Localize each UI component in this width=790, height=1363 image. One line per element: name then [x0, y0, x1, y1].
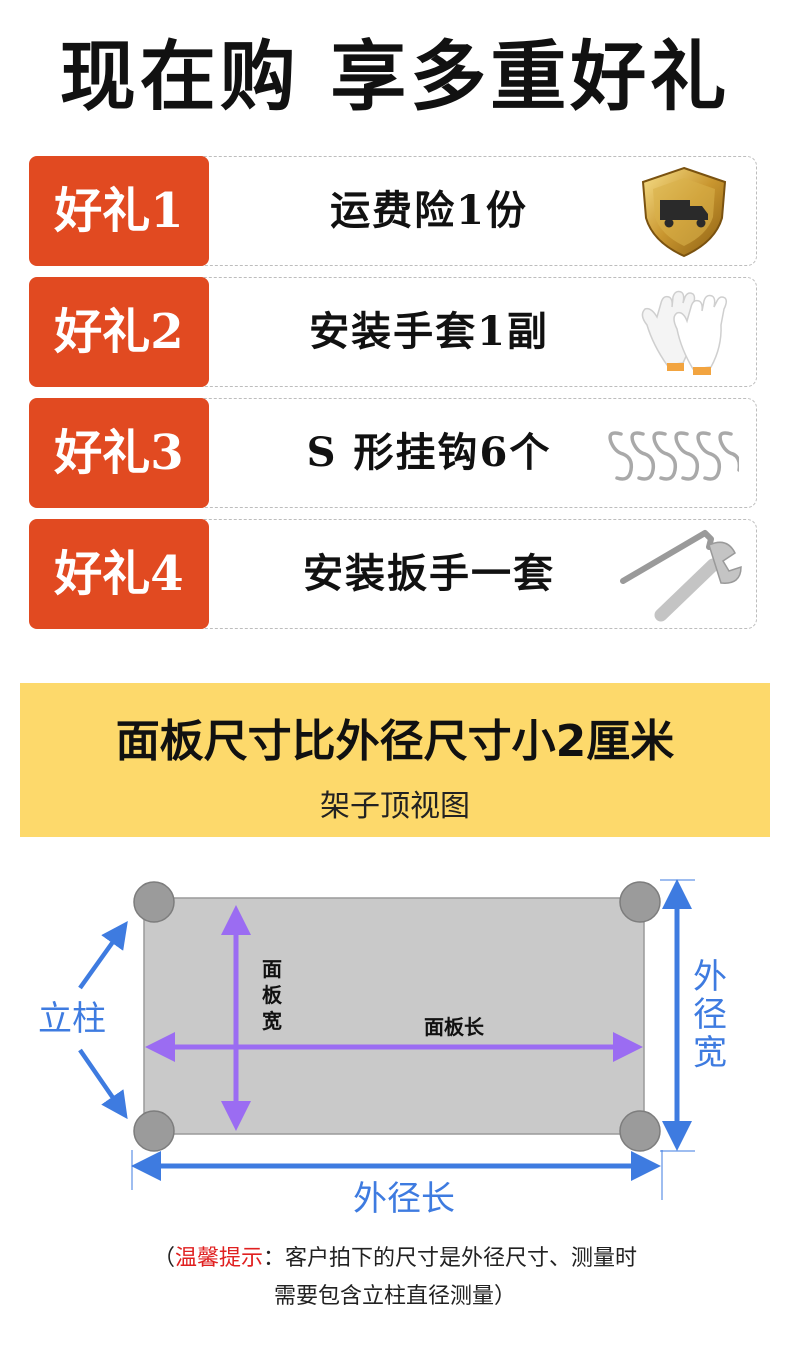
s-hook-icon — [608, 431, 739, 481]
page-title: 现在购 享多重好礼 — [59, 32, 731, 121]
banner-headline: 面板尺寸比外径尺寸小2厘米 — [115, 716, 675, 767]
shield-truck-icon — [641, 166, 727, 258]
outer-length-label: 外径长 — [353, 1180, 455, 1218]
tip-highlight: 温馨提示 — [174, 1246, 263, 1271]
gift-row-4: 好礼4 安装扳手一套 — [29, 519, 757, 629]
gift-row-2: 好礼2 安装手套1副 — [29, 277, 757, 387]
post-label: 立柱 — [38, 1000, 106, 1038]
gift-text: 运费险1份 — [330, 187, 528, 234]
gift-row-1: 好礼1 运费险1份 — [29, 156, 757, 266]
gift-tag: 好礼2 — [29, 277, 209, 387]
gift-row-3: 好礼3 S 形挂钩6个 — [29, 398, 757, 508]
post-bottom-left — [133, 1110, 175, 1152]
shelf-top-view-diagram: 立柱 面 板 宽 面板长 外 径 宽 外径长 — [38, 879, 727, 1218]
post-pointer-down — [78, 1048, 128, 1120]
tip-text-1: ：客户拍下的尺寸是外径尺寸、测量时 — [263, 1246, 638, 1271]
post-top-right — [619, 881, 661, 923]
wrench-icon — [620, 530, 742, 622]
warm-tip-line-2: 需要包含立柱直径测量） — [273, 1284, 516, 1309]
gift-tag: 好礼1 — [29, 156, 209, 266]
warm-tip-line-1: （温馨提示：客户拍下的尺寸是外径尺寸、测量时 — [0, 1240, 790, 1272]
size-notice-banner: 面板尺寸比外径尺寸小2厘米 架子顶视图 — [20, 683, 770, 837]
gift-text: S 形挂钩6个 — [306, 429, 552, 476]
gift-tag: 好礼3 — [29, 398, 209, 508]
post-bottom-right — [619, 1110, 661, 1152]
outer-width-label-3: 宽 — [693, 1034, 727, 1072]
outer-width-label-2: 径 — [693, 996, 727, 1034]
panel-width-label-2: 板 — [262, 983, 283, 1007]
outer-width-label-1: 外 — [693, 958, 727, 996]
gift-text: 安装手套1副 — [309, 308, 549, 355]
shelf-panel — [143, 897, 645, 1135]
post-pointer-up — [78, 921, 128, 990]
gloves-icon — [641, 290, 728, 375]
tip-open-paren: （ — [152, 1246, 175, 1271]
gift-text: 安装扳手一套 — [303, 550, 555, 597]
panel-width-label-3: 宽 — [262, 1009, 282, 1033]
panel-width-label-1: 面 — [262, 957, 282, 981]
post-top-left — [133, 881, 175, 923]
panel-length-label: 面板长 — [424, 1015, 485, 1039]
gift-tag: 好礼4 — [29, 519, 209, 629]
banner-subtitle: 架子顶视图 — [320, 789, 470, 824]
